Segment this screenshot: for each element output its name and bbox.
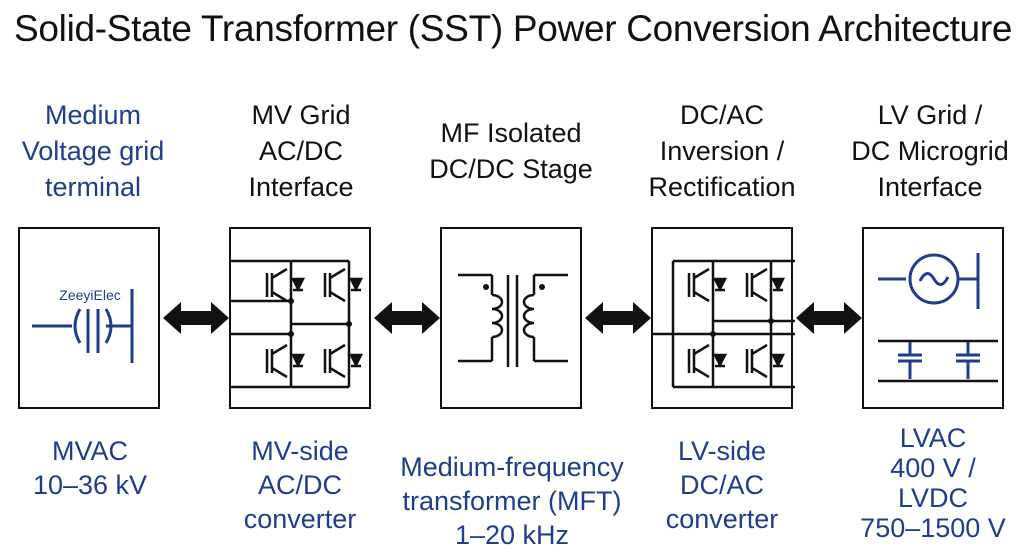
bidirectional-arrow-icon: [796, 302, 862, 334]
igbt-bridge-icon: [653, 259, 795, 389]
brand-logo-text: ZeeyiElec: [59, 287, 121, 303]
bidirectional-arrow-icon: [585, 302, 651, 334]
mv-acdc-converter-block: [229, 227, 371, 409]
lv-grid-interface-block: [862, 227, 1004, 409]
ac-source-capacitor-icon: [878, 253, 998, 383]
mft-block: [440, 227, 582, 409]
bidirectional-arrow-icon: [374, 302, 440, 334]
mv-terminal-icon: [32, 289, 134, 363]
mv-terminal-block: ZeeyiElec: [18, 227, 160, 409]
bidirectional-arrow-icon: [163, 302, 229, 334]
lv-dcac-converter-block: [651, 227, 795, 409]
igbt-bridge-icon: [231, 259, 364, 389]
diagram-title: Solid-State Transformer (SST) Power Conv…: [14, 8, 1013, 49]
transformer-icon: [458, 273, 568, 367]
